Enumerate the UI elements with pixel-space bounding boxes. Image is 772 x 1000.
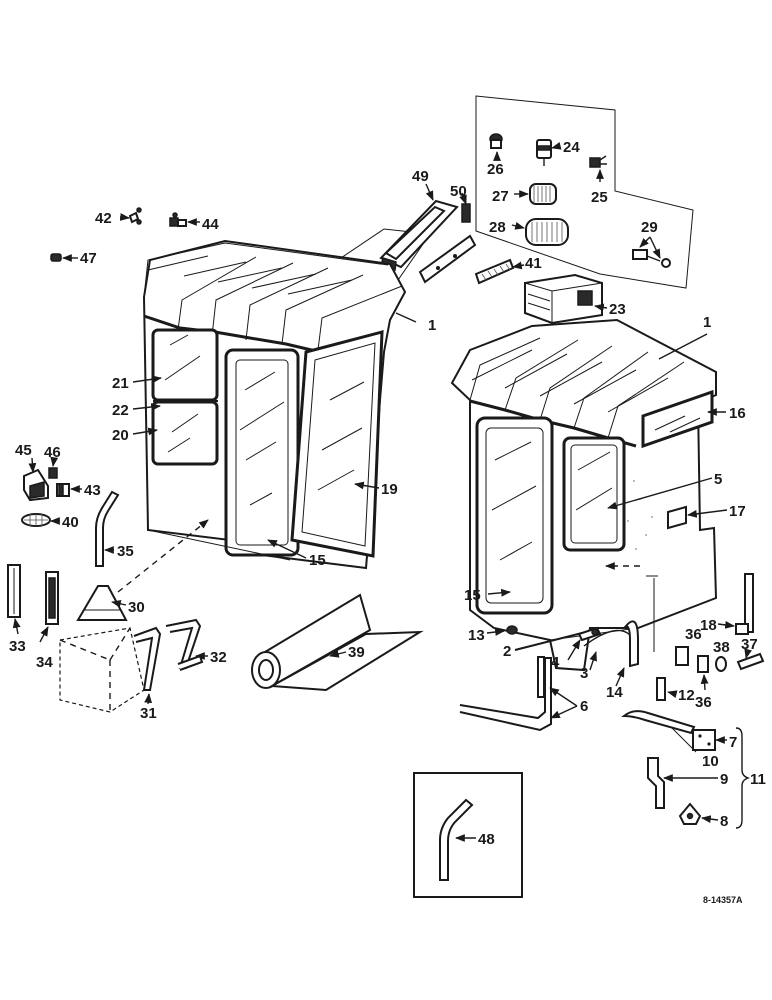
part-26-bearing [489,133,503,149]
callout-35: 35 [117,543,134,560]
callout-18: 18 [700,617,717,634]
callout-36-a: 36 [685,626,702,643]
callout-22: 22 [112,402,129,419]
callout-7: 7 [729,734,737,751]
part-28-blower-wheel [525,218,569,246]
callout-37: 37 [741,636,758,653]
callout-3: 3 [580,665,588,682]
callout-10: 10 [702,753,719,770]
callout-14: 14 [606,684,623,701]
part-36-plate [675,646,689,666]
part-23-heater [524,273,603,325]
callout-33: 33 [9,638,26,655]
callout-40: 40 [62,514,79,531]
part-41-filter [474,258,515,285]
part-4-handle [577,626,602,642]
callout-4: 4 [551,654,560,671]
callout-1-right: 1 [703,314,711,331]
callout-15-right: 15 [464,587,481,604]
part-6-channel [459,656,552,732]
callout-17: 17 [729,503,746,520]
duct-parts [330,183,608,359]
part-47-nut [50,253,62,262]
part-40-clamp [21,513,51,527]
callout-42: 42 [95,210,112,227]
part-37-latch [736,652,765,671]
part-12-pin [656,677,666,701]
part-45-bracket [23,468,49,502]
callout-48: 48 [478,831,495,848]
blower-parts-inset [475,95,694,289]
part-7-plate [692,729,716,751]
part-24-motor [536,139,552,166]
callout-44: 44 [202,216,219,233]
callout-labels: 1 1 2 3 4 5 6 7 8 9 10 11 12 13 14 15 15… [9,139,766,905]
part-13-grommet [506,625,518,635]
right-cab [450,318,718,672]
callout-26: 26 [487,161,504,178]
part-25-switch [589,155,607,168]
part-29-resistor [632,249,671,268]
part-30-boot [76,585,128,621]
part-31-trim [133,626,162,691]
callout-34: 34 [36,654,53,671]
callout-38: 38 [713,639,730,656]
callout-46: 46 [44,444,61,461]
part-35-tube [95,490,120,567]
left-cab [142,239,407,570]
part-50-bracket [418,203,477,284]
callout-41: 41 [525,255,542,272]
callout-16: 16 [729,405,746,422]
part-44-clip [169,212,187,227]
callout-12: 12 [678,687,695,704]
callout-21: 21 [112,375,129,392]
callout-32: 32 [210,649,227,666]
callout-15-left: 15 [309,552,326,569]
callout-8: 8 [720,813,728,830]
callout-28: 28 [489,219,506,236]
part-27-blower-wheel [529,183,557,205]
part-42-fitting [128,207,142,225]
callout-2: 2 [503,643,511,660]
callout-31: 31 [140,705,157,722]
part-46-screw [48,467,58,479]
callout-11: 11 [750,771,766,788]
callout-50: 50 [450,183,467,200]
drawing-code: 8-14357A [703,895,743,905]
callout-5: 5 [714,471,722,488]
part-9-strap [647,757,665,809]
callout-47: 47 [80,250,97,267]
callout-9: 9 [720,771,728,788]
callout-49: 49 [412,168,429,185]
callout-24: 24 [563,139,580,156]
callout-23: 23 [609,301,626,318]
part-39-mat [251,593,424,692]
part-38-washer [715,656,727,672]
callout-30: 30 [128,599,145,616]
callout-20: 20 [112,427,129,444]
callout-29: 29 [641,219,658,236]
callout-36-b: 36 [695,694,712,711]
callout-1-left: 1 [428,317,436,334]
callout-19: 19 [381,481,398,498]
part-48-inset [413,772,523,898]
part-36-plate-b [697,655,709,673]
callout-13: 13 [468,627,485,644]
callout-27: 27 [492,188,509,205]
callout-43: 43 [84,482,101,499]
callout-25: 25 [591,189,608,206]
part-49-duct [379,199,459,271]
callout-6: 6 [580,698,588,715]
callout-45: 45 [15,442,32,459]
callout-39: 39 [348,644,365,661]
part-10-rod [621,710,696,735]
